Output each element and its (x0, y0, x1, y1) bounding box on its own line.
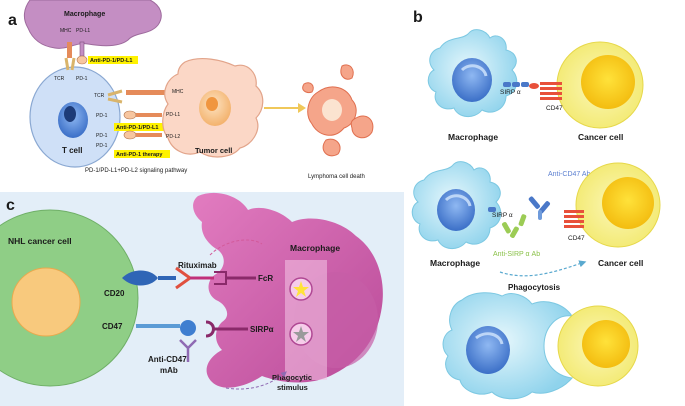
pdl1-receptor-top (79, 41, 85, 57)
anti-cd47-label-2: mAb (160, 366, 178, 375)
tcr-right-label: TCR (94, 93, 105, 99)
phagocytosis-arrow (499, 260, 587, 277)
anti-cd47-antibody (528, 196, 550, 220)
sirpa-top-receptor-2 (512, 82, 520, 87)
panel-b: b SIRP α CD47 Macrophage Cancer cell SIR… (411, 9, 661, 400)
panel-a: a Macrophage MHC PD-L1 Anti-PD-1/PD-L1 T… (8, 0, 374, 180)
macrophage-a-label: Macrophage (64, 11, 105, 18)
pd1-knob-mid2 (123, 130, 137, 140)
pdl1-top-label: PD-L1 (76, 28, 90, 34)
tcr-right (107, 89, 123, 104)
panel-c: c Macrophage Phagocytic stimulus NHL can… (0, 192, 404, 406)
tcr-top (64, 57, 76, 71)
pdl1-tumor-receptor (136, 113, 162, 117)
cd47-mid-receptor (564, 210, 584, 228)
cancer-mid-label: Cancer cell (598, 258, 643, 268)
cd20-receptor (122, 270, 158, 286)
tcr-left-label: TCR (54, 76, 65, 82)
dashed-arc-bottom (225, 371, 287, 390)
phagocytosis-label: Phagocytosis (508, 283, 561, 292)
pd1-mid2-label: PD-1 (96, 133, 108, 139)
t-cell-label: T cell (62, 146, 82, 155)
macrophage-top-label: Macrophage (448, 132, 498, 142)
anti-pd1-pdl1-top-highlight (88, 56, 138, 64)
stimulus-inhibited-icon (293, 326, 309, 342)
t-cell-nucleolus (64, 106, 76, 122)
sirpa-mid-receptor (488, 207, 496, 212)
mhc-top-label: MHC (60, 28, 72, 34)
sirpa-receptor (205, 320, 215, 338)
cd47-label: CD47 (102, 322, 123, 331)
cd20-label: CD20 (104, 289, 125, 298)
anti-cd47-label-1: Anti-CD47 (148, 355, 187, 364)
tumor-cell-nucleolus (206, 97, 218, 111)
phagocytic-channel (285, 260, 327, 380)
dashed-arc-top (209, 239, 263, 256)
nhl-label: NHL cancer cell (8, 236, 72, 246)
pd1-low-label: PD-1 (96, 143, 108, 149)
sirpa-mid-label: SIRP α (492, 212, 513, 219)
cd47-receptor (180, 320, 196, 336)
anti-cd47-antibody-c (179, 339, 197, 362)
pd1-knob-top (76, 55, 88, 65)
lymphoma-fragments (302, 64, 374, 157)
panel-c-letter: c (6, 197, 15, 214)
cancer-cell-b-top-nucleus (581, 55, 635, 109)
cancer-cell-b-mid-nucleus (602, 177, 654, 229)
tumor-cell-label: Tumor cell (195, 146, 232, 155)
macrophage-mid-label: Macrophage (430, 258, 480, 268)
mhc-tumor-label: MHC (172, 89, 184, 95)
sirpa-top-receptor-1 (503, 82, 511, 87)
pdl2-tumor-label: PD-L2 (166, 134, 180, 140)
phagocytic-label-1: Phagocytic (272, 373, 312, 382)
pathway-caption: PD-1/PD-L1+PD-L2 signaling pathway (85, 168, 187, 174)
pd1-mid1-label: PD-1 (96, 113, 108, 119)
panel-b-letter: b (413, 9, 423, 26)
sirpa-top-label: SIRP α (500, 89, 521, 96)
fcr-label: FcR (258, 274, 273, 283)
anti-sirpa-antibody (502, 214, 527, 238)
cancer-cell-b-bottom-nucleus (582, 320, 630, 368)
macrophage-c-label: Macrophage (290, 243, 340, 253)
anti-sirpa-label: Anti-SIRP α Ab (493, 251, 540, 258)
cd47-top-label: CD47 (546, 105, 563, 112)
cd47-mid-label: CD47 (568, 235, 585, 242)
anti-pd1-therapy-highlight (114, 150, 170, 158)
anti-pd1-therapy-label: Anti-PD-1 therapy (116, 152, 163, 158)
sirpa-label: SIRPα (250, 325, 274, 334)
cd47-top-receptor (529, 82, 562, 100)
mhc-receptor-top (67, 42, 72, 58)
cancer-top-label: Cancer cell (578, 132, 623, 142)
mhc-tumor-receptor (126, 90, 166, 95)
death-arrow-head (298, 103, 306, 113)
nhl-nucleus (11, 267, 81, 337)
rituximab-label: Rituximab (178, 261, 217, 270)
pd1-knob-mid1 (123, 110, 137, 120)
stimulus-star-icon (293, 281, 309, 297)
anti-pd1-pdl1-top-label: Anti-PD-1/PD-L1 (90, 58, 132, 64)
anti-pd1-pdl1-mid-label: Anti-PD-1/PD-L1 (116, 125, 158, 131)
macrophage-a (23, 0, 162, 49)
death-label: Lymphoma cell death (308, 174, 365, 180)
anti-cd47-label: Anti-CD47 Ab (548, 171, 591, 178)
phagocytic-label-2: stimulus (277, 383, 308, 392)
pdl1-tumor-label: PD-L1 (166, 112, 180, 118)
panel-a-letter: a (8, 12, 17, 29)
sirpa-top-receptor-3 (521, 82, 529, 87)
pdl2-tumor-receptor (136, 133, 162, 137)
anti-pd1-pdl1-mid-highlight (114, 123, 172, 131)
pd1-top-label: PD-1 (76, 76, 88, 82)
